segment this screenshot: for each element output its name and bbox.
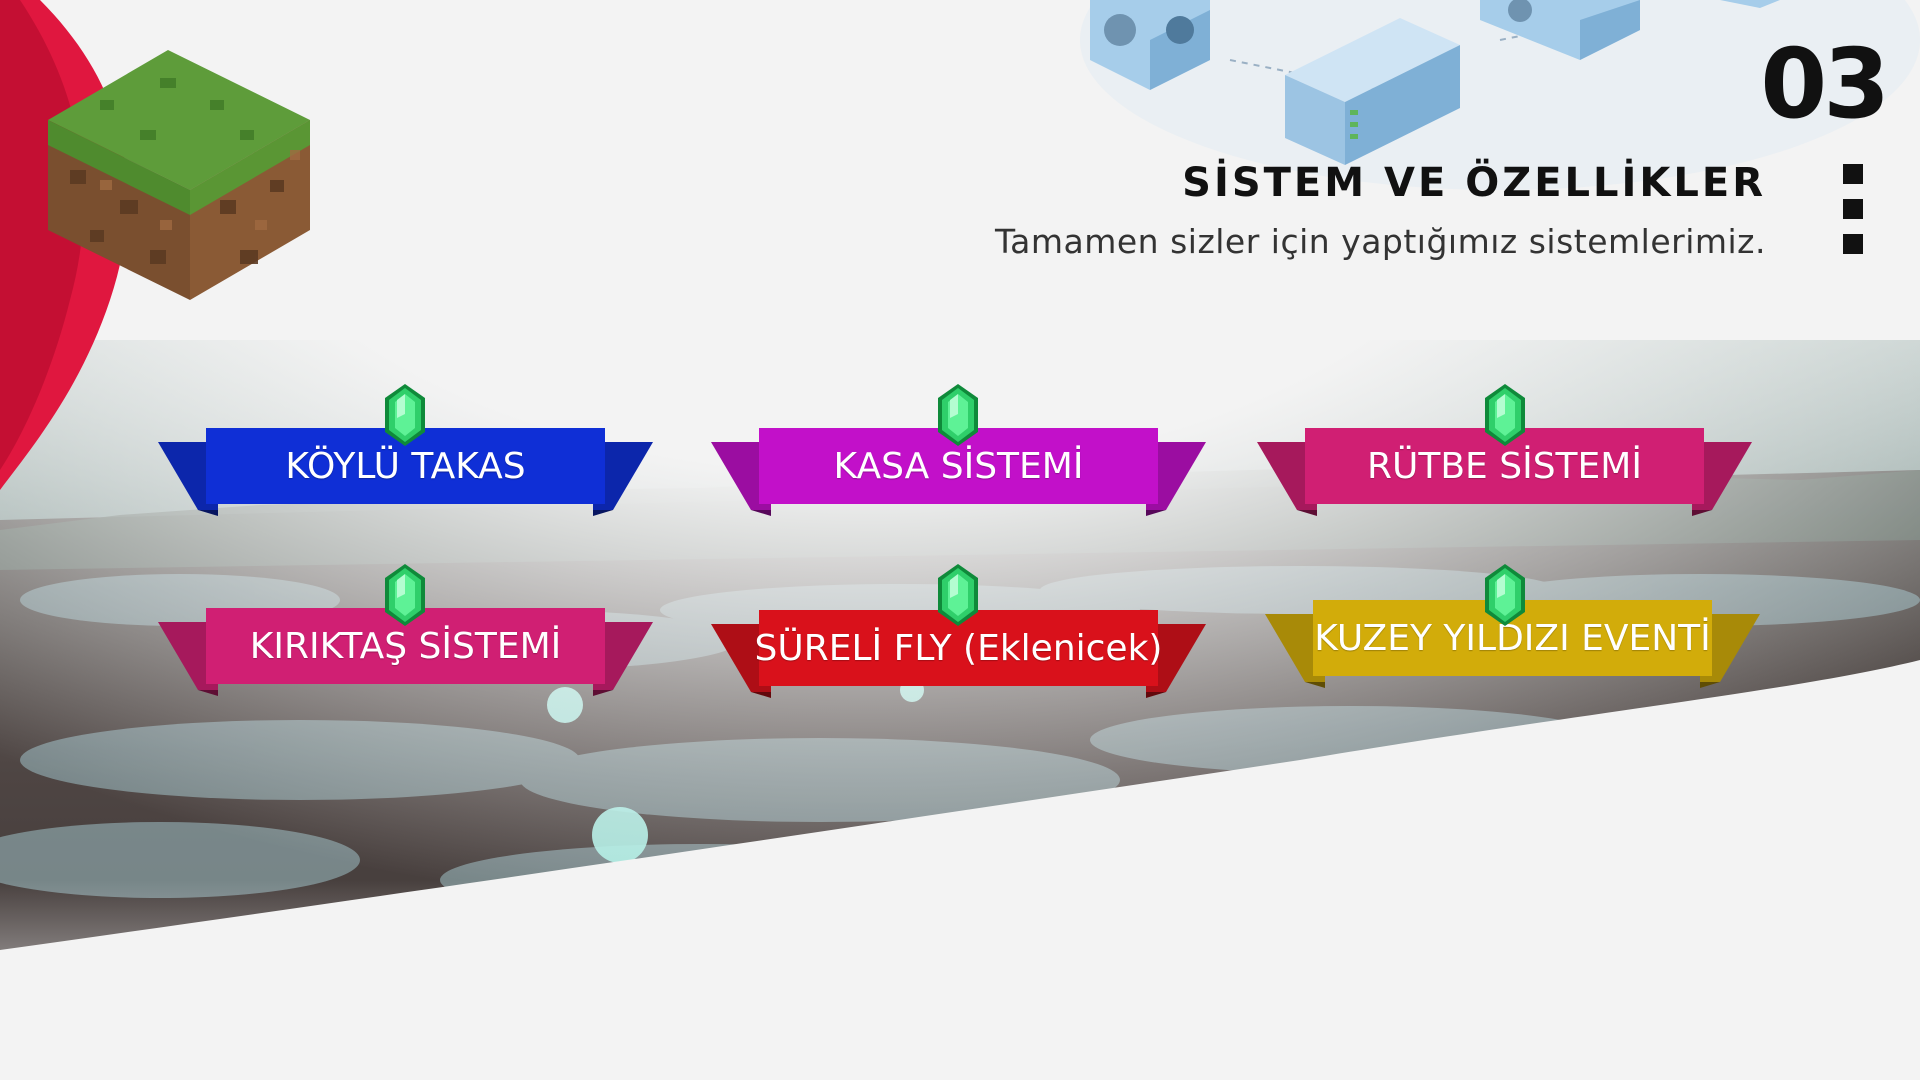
feature-label: SÜRELİ FLY (Eklenicek) [754,627,1163,669]
ribbon-tail [711,624,771,692]
feature-label: KASA SİSTEMİ [833,445,1084,487]
ribbon-tail [711,442,771,510]
ribbon-band [206,428,605,504]
section-subtitle: Tamamen sizler için yaptığımız sistemler… [994,222,1766,261]
dot-2 [1843,199,1863,219]
feature-ribbon-sureli-fly: SÜRELİ FLY (Eklenicek) [711,610,1206,698]
feature-label: KIRIKTAŞ SİSTEMİ [249,625,562,667]
feature-ribbon-kuzey-yildizi-eventi: KUZEY YILDIZI EVENTİ [1265,600,1760,688]
feature-label: KUZEY YILDIZI EVENTİ [1314,617,1711,659]
ribbon-shape [711,610,1206,698]
feature-label: KÖYLÜ TAKAS [285,445,526,487]
ribbon-shape [1257,428,1752,516]
ribbon-tail [593,622,653,690]
ribbon-tail [198,510,218,516]
feature-ribbon-koylu-takas: KÖYLÜ TAKAS [158,428,653,516]
ribbon-tail [158,622,218,690]
ribbon-band [1313,600,1712,676]
ribbon-tail [1700,682,1720,688]
ribbon-tail [1305,682,1325,688]
server-icon [1080,0,1920,190]
ribbon-tail [158,442,218,510]
ribbon-tail [1257,442,1317,510]
vertical-dots-icon [1843,164,1863,254]
ribbon-band [206,608,605,684]
ribbon-tail [593,510,613,516]
emerald-icon [385,564,425,626]
dot-3 [1843,234,1863,254]
ribbon-shape [711,428,1206,516]
ribbon-tail [1700,614,1760,682]
ribbon-band [759,610,1158,686]
emerald-icon [1485,564,1525,626]
ribbon-shape [158,608,653,696]
feature-ribbon-rutbe-sistemi: RÜTBE SİSTEMİ [1257,428,1752,516]
ribbon-tail [751,510,771,516]
ribbon-tail [1146,442,1206,510]
ribbon-tail [1692,442,1752,510]
ribbon-tail [593,690,613,696]
emerald-icon [1485,384,1525,446]
ribbon-tail [593,442,653,510]
ribbon-tail [1146,510,1166,516]
emerald-icon [385,384,425,446]
ribbon-shape [1265,600,1760,688]
ribbon-band [1305,428,1704,504]
ribbon-tail [751,692,771,698]
ribbon-tail [1297,510,1317,516]
emerald-icon [938,384,978,446]
ribbon-tail [1692,510,1712,516]
ribbon-band [759,428,1158,504]
feature-ribbon-kiriktas-sistemi: KIRIKTAŞ SİSTEMİ [158,608,653,696]
section-title: SİSTEM VE ÖZELLİKLER [1182,160,1766,206]
ribbon-tail [198,690,218,696]
emerald-icon [938,564,978,626]
ribbon-tail [1265,614,1325,682]
grass-block-icon [48,50,310,300]
feature-ribbon-kasa-sistemi: KASA SİSTEMİ [711,428,1206,516]
ribbon-shape [158,428,653,516]
ribbon-tail [1146,692,1166,698]
feature-label: RÜTBE SİSTEMİ [1367,445,1642,487]
ribbon-tail [1146,624,1206,692]
dot-1 [1843,164,1863,184]
section-number: 03 [1760,28,1890,140]
